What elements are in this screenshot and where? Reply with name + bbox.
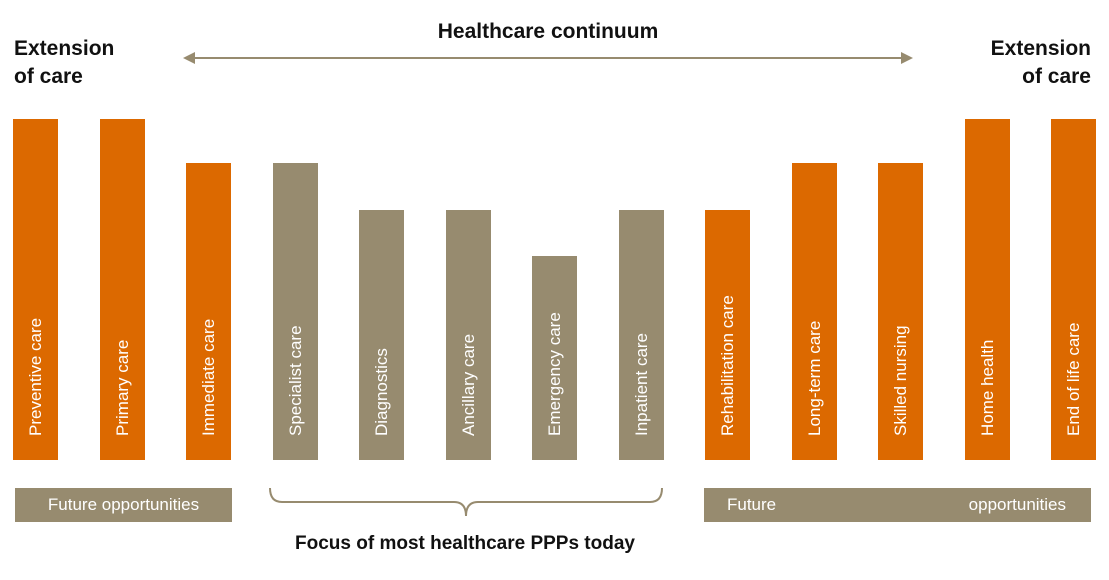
stage-bar: Ancillary care (446, 210, 491, 460)
stage-bar: Long-term care (792, 163, 837, 460)
stage-label: Diagnostics (371, 348, 391, 436)
continuum-arrow-icon (183, 52, 913, 64)
right-extension-line2: of care (1022, 65, 1091, 88)
stage-bar: Specialist care (273, 163, 318, 460)
right-extension-label: Extension of care (991, 35, 1091, 91)
stage-label: Home health (977, 339, 997, 436)
stage-label: Preventive care (25, 317, 45, 436)
stage-label: End of life care (1063, 322, 1083, 436)
stage-label: Ancillary care (458, 333, 478, 436)
stage-bar: Diagnostics (359, 210, 404, 460)
continuum-title: Healthcare continuum (437, 20, 659, 43)
stage-label: Long-term care (804, 320, 824, 436)
future-opportunities-box-right: Future opportunities (704, 488, 1091, 522)
stage-bar: Preventive care (13, 119, 58, 460)
stage-bar: Emergency care (532, 256, 577, 460)
focus-brace-icon (269, 487, 663, 517)
future-opportunities-left-label: Future opportunities (47, 495, 200, 514)
stage-label: Specialist care (285, 325, 305, 436)
stage-label: Rehabilitation care (717, 295, 737, 436)
stage-bar: Skilled nursing (878, 163, 923, 460)
future-opportunities-right-word1: Future (727, 495, 777, 514)
focus-caption: Focus of most healthcare PPPs today (295, 533, 635, 554)
left-extension-line1: Extension (14, 37, 115, 60)
stage-bar: Inpatient care (619, 210, 664, 460)
stage-label: Inpatient care (631, 332, 651, 436)
stage-label: Immediate care (198, 318, 218, 436)
stage-label: Primary care (112, 339, 132, 436)
stage-label: Emergency care (544, 312, 564, 436)
future-opportunities-right-word2: opportunities (968, 495, 1066, 514)
stage-label: Skilled nursing (890, 325, 910, 436)
future-opportunities-box-left: Future opportunities (15, 488, 232, 522)
right-extension-line1: Extension (990, 37, 1091, 60)
stage-bar: Primary care (100, 119, 145, 460)
stage-bar: Immediate care (186, 163, 231, 460)
left-extension-line2: of care (14, 65, 83, 88)
stage-bar: End of life care (1051, 119, 1096, 460)
stage-bar: Rehabilitation care (705, 210, 750, 460)
stage-bar: Home health (965, 119, 1010, 460)
left-extension-label: Extension of care (14, 35, 114, 91)
